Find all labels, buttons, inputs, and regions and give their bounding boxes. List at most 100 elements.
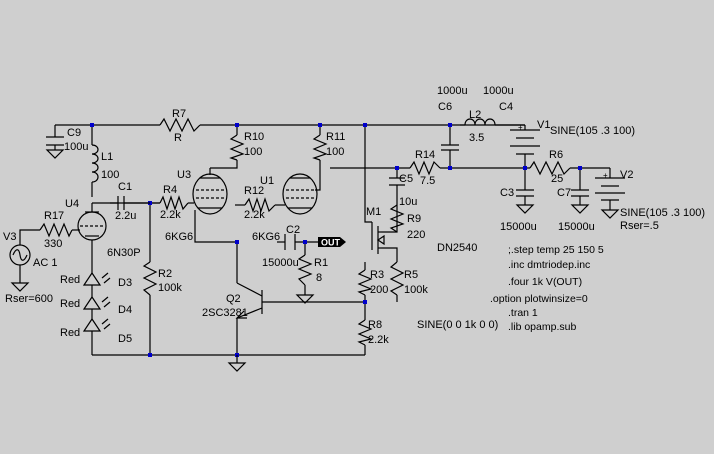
u1-pentode — [282, 173, 318, 215]
label-c7v: 15000u — [558, 221, 595, 233]
r6-resistor — [529, 160, 571, 176]
label-c7: C7 — [557, 187, 571, 199]
label-r7v: R — [174, 132, 182, 144]
label-red3: Red — [60, 327, 80, 339]
label-u4: U4 — [65, 198, 79, 210]
label-r3v: 200 — [370, 284, 388, 296]
label-r3: R3 — [370, 269, 384, 281]
label-r17v: 330 — [44, 238, 62, 250]
directive-tran: .tran 1 — [508, 307, 538, 319]
label-d3: D3 — [118, 277, 132, 289]
label-r6v: 25 — [551, 173, 563, 185]
label-u4t: 6N30P — [107, 247, 141, 259]
label-r14: R14 — [415, 149, 435, 161]
svg-text:OUT: OUT — [321, 238, 341, 248]
r5-resistor — [389, 261, 405, 296]
directive-four: .four 1k V(OUT) — [508, 276, 582, 288]
r3-resistor — [357, 269, 373, 296]
polarity-marks: + + — [518, 123, 608, 180]
label-c6: C6 — [438, 101, 452, 113]
label-c4: C4 — [499, 101, 513, 113]
label-c3v: 15000u — [500, 221, 537, 233]
label-c1: C1 — [118, 181, 132, 193]
label-u1: U1 — [260, 175, 274, 187]
label-u1t: 6KG6 — [252, 231, 280, 243]
label-r1: R1 — [314, 257, 328, 269]
label-c3: C3 — [500, 187, 514, 199]
label-v2rs: Rser=.5 — [620, 220, 659, 232]
m1-mosfet — [371, 222, 385, 254]
label-sine2: SINE(0 0 1k 0 0) — [417, 319, 498, 331]
r14-resistor — [409, 160, 441, 176]
q2-npn-transistor — [235, 282, 263, 319]
label-r12v: 2.2k — [244, 209, 265, 221]
label-u3: U3 — [177, 169, 191, 181]
r9-resistor — [389, 204, 405, 233]
svg-text:+: + — [603, 171, 608, 180]
r10-resistor — [229, 134, 245, 161]
resistors — [39, 117, 571, 346]
label-r5: R5 — [404, 269, 418, 281]
label-l1: L1 — [101, 151, 113, 163]
label-u3t: 6KG6 — [165, 231, 193, 243]
label-v2s: SINE(105 .3 100) — [620, 207, 705, 219]
led-diodes — [82, 271, 111, 340]
label-r4: R4 — [163, 184, 177, 196]
v2-dc-source — [595, 177, 625, 201]
label-r8: R8 — [368, 319, 382, 331]
l1-inductor — [91, 144, 99, 183]
r4-resistor — [159, 195, 189, 211]
label-r11v: 100 — [326, 146, 344, 158]
directive-option: .option plotwinsize=0 — [490, 293, 588, 305]
label-r4v: 2.2k — [160, 209, 181, 221]
label-c2v: 15000u — [262, 257, 299, 269]
r17-resistor — [39, 222, 73, 238]
label-r8v: 2.2k — [368, 334, 389, 346]
directive-inc: .inc dmtriodep.inc — [508, 259, 590, 271]
label-r6: R6 — [549, 149, 563, 161]
r1-resistor — [297, 254, 313, 286]
out-net-flag: OUT — [318, 237, 346, 248]
c9-capacitor — [46, 136, 64, 146]
label-c5v: 10u — [399, 196, 417, 208]
component-labels: V3 R17 330 AC 1 Rser=600 U4 6N30P C9 100… — [3, 85, 705, 346]
label-red2: Red — [60, 298, 80, 310]
label-q2t: 2SC3281 — [202, 307, 248, 319]
directive-lib: .lib opamp.sub — [508, 321, 576, 333]
v3-ac-source — [9, 244, 31, 266]
label-r9: R9 — [407, 213, 421, 225]
c3-capacitor — [516, 189, 534, 197]
label-r10v: 100 — [244, 146, 262, 158]
label-v2: V2 — [620, 169, 633, 181]
r12-resistor — [244, 197, 276, 213]
label-r5v: 100k — [404, 284, 428, 296]
label-r9v: 220 — [407, 229, 425, 241]
u4-triode — [77, 211, 107, 241]
svg-text:+: + — [518, 123, 523, 132]
label-r2: R2 — [158, 268, 172, 280]
inductors — [91, 118, 496, 183]
r2-resistor — [142, 261, 158, 296]
c2-capacitor — [284, 234, 296, 250]
label-m1t: DN2540 — [437, 242, 477, 254]
label-c4v: 1000u — [483, 85, 514, 97]
label-d4: D4 — [118, 304, 132, 316]
label-m1: M1 — [366, 206, 381, 218]
label-l1v: 100 — [101, 169, 119, 181]
label-r17: R17 — [44, 210, 64, 222]
label-c6v: 1000u — [437, 85, 468, 97]
l2-inductor — [464, 118, 496, 126]
r7-resistor — [159, 117, 201, 133]
label-c9: C9 — [67, 127, 81, 139]
directive-step: ;.step temp 25 150 5 — [508, 244, 604, 256]
label-c9v: 100u — [64, 141, 88, 153]
label-v1: V1 — [537, 119, 550, 131]
label-r10: R10 — [244, 131, 264, 143]
label-c2: C2 — [286, 224, 300, 236]
label-c5: C5 — [399, 173, 413, 185]
label-red1: Red — [60, 274, 80, 286]
label-c1v: 2.2u — [115, 210, 136, 222]
label-q2: Q2 — [226, 293, 241, 305]
label-r14v: 7.5 — [420, 175, 435, 187]
